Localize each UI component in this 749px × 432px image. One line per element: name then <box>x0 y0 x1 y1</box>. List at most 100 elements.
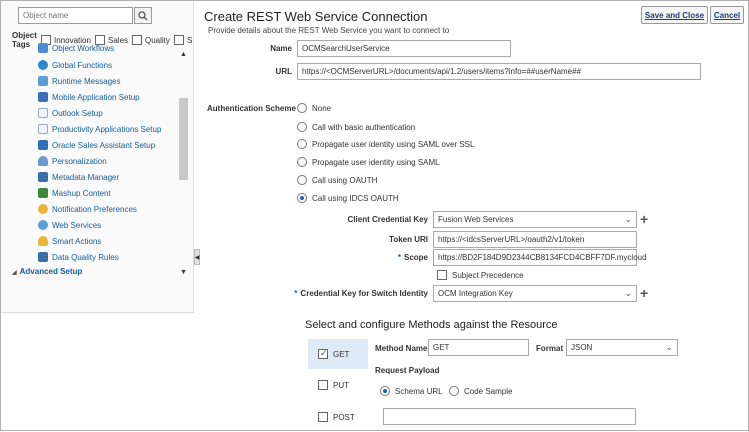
sidebar-item-productivity-applications-setup[interactable]: Productivity Applications Setup <box>38 124 161 134</box>
add-icon[interactable]: + <box>640 211 649 227</box>
message-icon <box>38 76 48 86</box>
radio-button-selected[interactable] <box>380 386 390 396</box>
data-quality-icon <box>38 252 48 262</box>
switch-identity-select[interactable]: OCM Integration Key⌄ <box>433 285 637 302</box>
sidebar-item-outlook-setup[interactable]: Outlook Setup <box>38 108 103 118</box>
request-payload-label: Request Payload <box>375 366 440 375</box>
save-and-close-button[interactable]: Save and Close <box>641 6 708 24</box>
cancel-button[interactable]: Cancel <box>710 6 744 24</box>
auth-scheme-label: Authentication Scheme <box>207 104 296 113</box>
person-icon <box>38 156 48 166</box>
token-uri-input[interactable]: https://<idcsServerURL>/oauth2/v1/token <box>433 231 637 248</box>
sidebar-item-web-services[interactable]: Web Services <box>38 220 101 230</box>
method-label: PUT <box>333 380 349 390</box>
sidebar-item-label: Global Functions <box>52 60 113 70</box>
radio-button[interactable] <box>297 175 307 185</box>
scope-input[interactable]: https://BD2F184D9D2344CB8134FCD4CBFF7DF.… <box>433 249 647 266</box>
sidebar-item-personalization[interactable]: Personalization <box>38 156 107 166</box>
sidebar-item-metadata-manager[interactable]: Metadata Manager <box>38 172 119 182</box>
subject-precedence-label: Subject Precedence <box>452 270 524 280</box>
radio-button[interactable] <box>297 122 307 132</box>
method-item-post[interactable]: POST <box>308 402 368 432</box>
radio-button[interactable] <box>297 139 307 149</box>
sidebar-item-runtime-messages[interactable]: Runtime Messages <box>38 76 120 86</box>
payload-option-code-sample[interactable]: Code Sample <box>449 386 512 396</box>
tag-checkbox[interactable] <box>174 35 184 45</box>
url-input[interactable]: https://<OCMServerURL>/documents/api/1.2… <box>297 63 701 80</box>
web-services-icon <box>38 220 48 230</box>
method-label: GET <box>333 349 350 359</box>
method-checkbox[interactable] <box>318 412 328 422</box>
radio-button-selected[interactable] <box>297 193 307 203</box>
radio-button[interactable] <box>297 103 307 113</box>
method-checkbox[interactable] <box>318 348 328 359</box>
sidebar-item-notification-preferences[interactable]: Notification Preferences <box>38 204 137 214</box>
chevron-down-icon: ⌄ <box>665 342 673 352</box>
tag-sales[interactable]: Sales <box>95 35 128 45</box>
sidebar-scrollbar-thumb[interactable] <box>179 98 188 180</box>
chevron-down-icon: ⌄ <box>624 214 632 224</box>
auth-option-idcs-oauth[interactable]: Call using IDCS OAUTH <box>297 193 399 203</box>
sidebar-item-label: Notification Preferences <box>52 204 137 214</box>
method-label: POST <box>333 412 355 422</box>
collapse-triangle-icon: ◢ <box>12 270 17 276</box>
sidebar-item-label: Productivity Applications Setup <box>52 124 162 134</box>
client-credential-key-select[interactable]: Fusion Web Services ⌄ <box>433 211 637 228</box>
scroll-down-icon[interactable]: ▼ <box>180 269 187 276</box>
auth-option-oauth[interactable]: Call using OAUTH <box>297 175 377 185</box>
sidebar-item-mobile-application-setup[interactable]: Mobile Application Setup <box>38 92 140 102</box>
sidebar: Object Tags Innovation Sales Quality S O… <box>1 1 194 313</box>
schema-url-input[interactable] <box>383 408 636 425</box>
auth-option-label: Propagate user identity using SAML over … <box>312 139 475 149</box>
method-item-get[interactable]: GET <box>308 339 368 369</box>
sidebar-item-label: Outlook Setup <box>52 108 103 118</box>
subject-precedence-checkbox[interactable] <box>437 270 447 280</box>
notification-icon <box>38 204 48 214</box>
name-label: Name <box>270 44 292 53</box>
radio-button[interactable] <box>449 386 459 396</box>
sidebar-item-label: Personalization <box>52 156 107 166</box>
object-search-input[interactable] <box>18 7 133 24</box>
auth-option-basic[interactable]: Call with basic authentication <box>297 122 415 132</box>
sidebar-item-label: Data Quality Rules <box>52 252 119 262</box>
add-icon[interactable]: + <box>640 285 649 301</box>
sidebar-collapse-handle[interactable]: ◀ <box>194 249 200 265</box>
sidebar-item-label: Web Services <box>52 220 102 230</box>
method-checkbox[interactable] <box>318 380 328 390</box>
tag-checkbox[interactable] <box>132 35 142 45</box>
tag-quality[interactable]: Quality <box>132 35 170 45</box>
tag-s[interactable]: S <box>174 35 192 45</box>
auth-option-label: Call using OAUTH <box>312 175 378 185</box>
name-input[interactable]: OCMSearchUserService <box>297 40 511 57</box>
payload-option-schema-url[interactable]: Schema URL <box>380 386 443 396</box>
auth-option-none[interactable]: None <box>297 103 331 113</box>
sidebar-item-object-workflows[interactable]: Object Workflows <box>38 43 114 53</box>
method-item-put[interactable]: PUT <box>308 370 368 400</box>
radio-button[interactable] <box>297 157 307 167</box>
sidebar-item-data-quality-rules[interactable]: Data Quality Rules <box>38 252 119 262</box>
format-select[interactable]: JSON⌄ <box>566 339 678 356</box>
advanced-setup-section[interactable]: ◢Advanced Setup <box>12 267 82 276</box>
select-value: Fusion Web Services <box>438 215 514 224</box>
sidebar-item-oracle-sales-assistant-setup[interactable]: Oracle Sales Assistant Setup <box>38 140 155 150</box>
payload-option-label: Code Sample <box>464 386 513 396</box>
url-label: URL <box>275 67 292 76</box>
subject-precedence-checkbox-row[interactable]: Subject Precedence <box>437 270 524 280</box>
sidebar-item-smart-actions[interactable]: Smart Actions <box>38 236 101 246</box>
sidebar-item-label: Smart Actions <box>52 236 102 246</box>
search-button[interactable] <box>134 7 152 24</box>
methods-section-title: Select and configure Methods against the… <box>305 319 558 331</box>
sidebar-item-label: Runtime Messages <box>52 76 121 86</box>
tag-checkbox[interactable] <box>95 35 105 45</box>
auth-option-saml[interactable]: Propagate user identity using SAML <box>297 157 440 167</box>
sidebar-item-global-functions[interactable]: Global Functions <box>38 60 112 70</box>
metadata-icon <box>38 172 48 182</box>
sidebar-item-mashup-content[interactable]: Mashup Content <box>38 188 111 198</box>
auth-option-saml-ssl[interactable]: Propagate user identity using SAML over … <box>297 139 474 149</box>
select-value: OCM Integration Key <box>438 289 513 298</box>
scroll-up-icon[interactable]: ▲ <box>180 51 187 58</box>
method-name-input[interactable]: GET <box>428 339 529 356</box>
sidebar-item-label: Mashup Content <box>52 188 111 198</box>
lightbulb-icon <box>38 236 48 246</box>
sidebar-item-label: Mobile Application Setup <box>52 92 140 102</box>
